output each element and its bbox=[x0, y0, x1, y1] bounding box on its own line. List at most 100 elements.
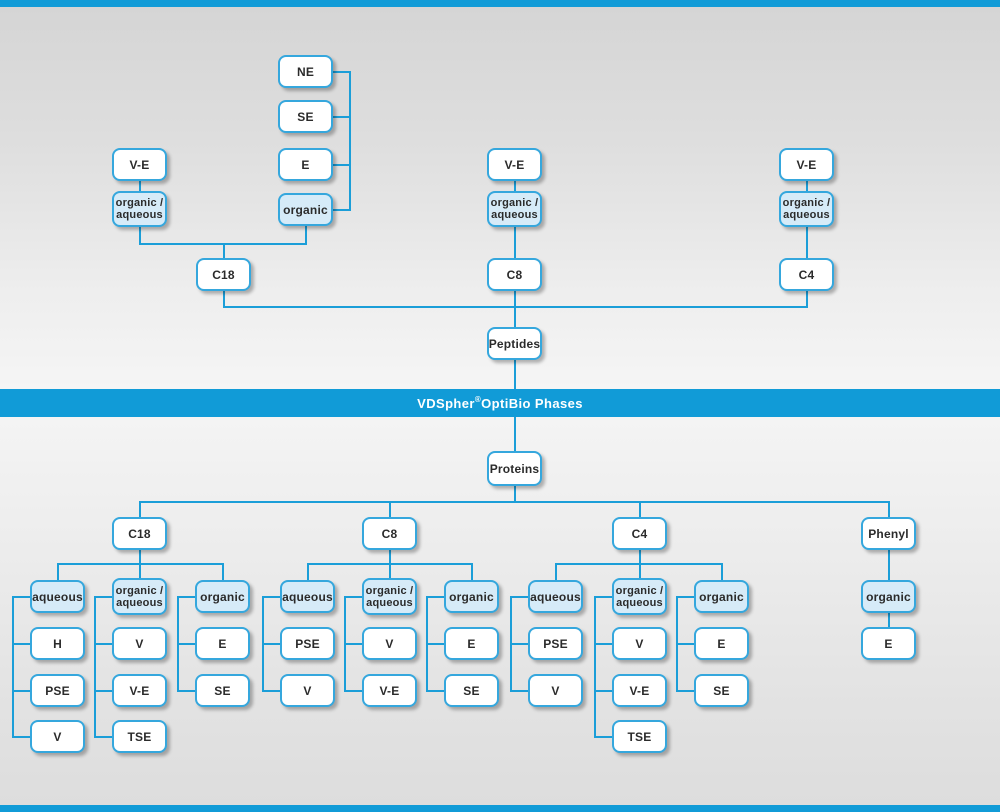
box-oa2: organic / aqueous bbox=[487, 191, 542, 227]
top-accent-bar bbox=[0, 0, 1000, 7]
banner-title: VDSpher® OptiBio Phases bbox=[0, 389, 1000, 417]
connector-line bbox=[349, 70, 351, 211]
box-ve2: V-E bbox=[487, 148, 542, 181]
connector-line bbox=[262, 595, 281, 598]
connector-line bbox=[388, 501, 391, 518]
box-g2or-e: E bbox=[444, 627, 499, 660]
connector-line bbox=[720, 563, 723, 581]
bottom-accent-bar bbox=[0, 805, 1000, 812]
registered-trademark-symbol: ® bbox=[474, 394, 482, 404]
connector-line bbox=[676, 689, 695, 692]
box-c8b: C8 bbox=[362, 517, 417, 550]
box-g2oa: organic / aqueous bbox=[362, 578, 417, 615]
connector-line bbox=[594, 689, 613, 692]
connector-line bbox=[56, 563, 59, 581]
connector-line bbox=[138, 226, 141, 245]
box-g1aq: aqueous bbox=[30, 580, 85, 613]
box-g1or-e: E bbox=[195, 627, 250, 660]
connector-line bbox=[332, 70, 351, 73]
connector-line bbox=[388, 563, 391, 579]
box-g4or: organic bbox=[861, 580, 916, 613]
box-ve1: V-E bbox=[112, 148, 167, 181]
box-g3oa-v: V bbox=[612, 627, 667, 660]
connector-line bbox=[887, 612, 890, 628]
box-g1or-se: SE bbox=[195, 674, 250, 707]
connector-line bbox=[344, 595, 363, 598]
connector-line bbox=[94, 595, 96, 738]
box-g1or: organic bbox=[195, 580, 250, 613]
connector-line bbox=[304, 225, 307, 245]
box-g4e: E bbox=[861, 627, 916, 660]
box-oa1: organic / aqueous bbox=[112, 191, 167, 227]
connector-line bbox=[94, 689, 113, 692]
banner-rest: OptiBio Phases bbox=[481, 395, 583, 411]
box-ve3: V-E bbox=[779, 148, 834, 181]
connector-line bbox=[426, 595, 445, 598]
connector-line bbox=[344, 689, 363, 692]
box-ne: NE bbox=[278, 55, 333, 88]
connector-line bbox=[513, 180, 516, 192]
connector-line bbox=[594, 595, 596, 738]
connector-line bbox=[138, 180, 141, 192]
connector-line bbox=[510, 689, 529, 692]
box-g1aq-h: H bbox=[30, 627, 85, 660]
connector-line bbox=[56, 563, 224, 565]
connector-line bbox=[222, 243, 225, 259]
box-c4t: C4 bbox=[779, 258, 834, 291]
box-g3oa-tse: TSE bbox=[612, 720, 667, 753]
connector-line bbox=[12, 595, 31, 598]
connector-line bbox=[513, 290, 516, 308]
connector-line bbox=[676, 595, 695, 598]
connector-line bbox=[513, 226, 516, 259]
connector-line bbox=[805, 180, 808, 192]
connector-line bbox=[594, 642, 613, 645]
box-g3or: organic bbox=[694, 580, 749, 613]
box-phenyl: Phenyl bbox=[861, 517, 916, 550]
box-g3oa: organic / aqueous bbox=[612, 578, 667, 615]
box-se: SE bbox=[278, 100, 333, 133]
connector-line bbox=[887, 501, 890, 518]
box-c8t: C8 bbox=[487, 258, 542, 291]
box-g1aq-pse: PSE bbox=[30, 674, 85, 707]
box-c18t: C18 bbox=[196, 258, 251, 291]
connector-line bbox=[554, 563, 557, 581]
connector-line bbox=[638, 501, 641, 518]
connector-line bbox=[513, 485, 516, 503]
connector-line bbox=[638, 549, 641, 565]
connector-line bbox=[554, 563, 723, 565]
connector-line bbox=[470, 563, 473, 581]
box-g2aq-v: V bbox=[280, 674, 335, 707]
box-oa3: organic / aqueous bbox=[779, 191, 834, 227]
box-g1oa-tse: TSE bbox=[112, 720, 167, 753]
connector-line bbox=[94, 642, 113, 645]
connector-line bbox=[388, 549, 391, 565]
box-g3aq: aqueous bbox=[528, 580, 583, 613]
box-g2aq-pse: PSE bbox=[280, 627, 335, 660]
connector-line bbox=[138, 501, 890, 503]
connector-line bbox=[344, 642, 363, 645]
box-org1: organic bbox=[278, 193, 333, 226]
connector-line bbox=[306, 563, 473, 565]
connector-line bbox=[94, 595, 113, 598]
connector-line bbox=[138, 501, 141, 518]
connector-line bbox=[332, 208, 351, 211]
box-g3or-e: E bbox=[694, 627, 749, 660]
box-g1aq-v: V bbox=[30, 720, 85, 753]
box-g3oa-ve: V-E bbox=[612, 674, 667, 707]
connector-line bbox=[12, 689, 31, 692]
connector-line bbox=[426, 642, 445, 645]
banner-brand: VDSpher bbox=[417, 395, 475, 411]
connector-line bbox=[221, 563, 224, 581]
connector-line bbox=[638, 563, 641, 579]
box-g1oa-ve: V-E bbox=[112, 674, 167, 707]
box-proteins: Proteins bbox=[487, 451, 542, 486]
connector-line bbox=[177, 642, 196, 645]
connector-line bbox=[306, 563, 309, 581]
connector-line bbox=[805, 226, 808, 259]
connector-line bbox=[262, 689, 281, 692]
box-g2oa-ve: V-E bbox=[362, 674, 417, 707]
connector-line bbox=[594, 595, 613, 598]
box-g1oa: organic / aqueous bbox=[112, 578, 167, 615]
connector-line bbox=[805, 290, 808, 308]
